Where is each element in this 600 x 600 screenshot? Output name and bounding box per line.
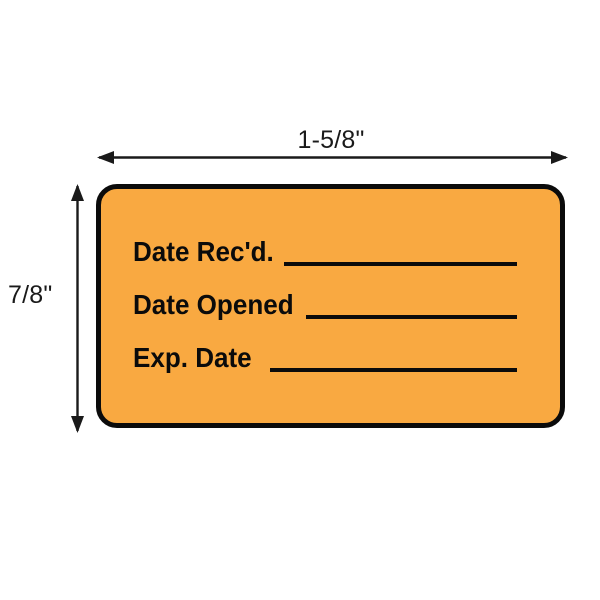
label-field-list: Date Rec'd. Date Opened Exp. Date — [101, 189, 560, 423]
field-row-date-opened: Date Opened — [133, 269, 517, 322]
field-write-line-date-received[interactable] — [284, 262, 517, 266]
field-label-expiration-date: Exp. Date — [133, 342, 252, 373]
label-card: Date Rec'd. Date Opened Exp. Date — [96, 184, 565, 428]
width-dimension-label: 1-5/8" — [297, 126, 365, 154]
field-row-expiration-date: Exp. Date — [133, 322, 517, 375]
field-row-date-received: Date Rec'd. — [133, 216, 517, 269]
field-label-date-opened: Date Opened — [133, 289, 294, 320]
height-dimension-label: 7/8" — [8, 281, 53, 309]
width-dimension-arrow-icon — [97, 151, 568, 164]
height-dimension-arrow-icon — [71, 184, 84, 433]
field-write-line-date-opened[interactable] — [305, 315, 517, 319]
field-write-line-expiration-date[interactable] — [269, 368, 517, 372]
field-label-date-received: Date Rec'd. — [133, 236, 274, 267]
